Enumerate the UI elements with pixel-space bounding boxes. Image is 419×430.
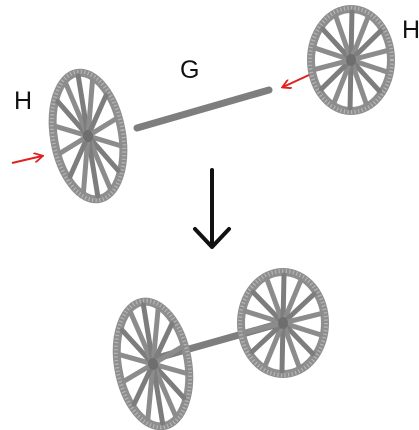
wheel-right-top [307, 5, 395, 115]
wheel-hub [147, 358, 159, 370]
push-arrow-left-icon [11, 156, 42, 164]
push-arrow-right-icon [283, 74, 310, 87]
wheel-tread [308, 6, 394, 114]
wheel-right-assembled [237, 268, 329, 378]
axle-g [133, 86, 273, 132]
wheel-hub [346, 54, 356, 66]
wheel-hub [82, 130, 94, 142]
arrow-down-icon [193, 168, 231, 249]
wheel-tread [49, 69, 127, 203]
label-wheel-h-left: H [14, 87, 32, 115]
label-axle-g: G [180, 56, 199, 84]
wheel-tread [113, 298, 193, 430]
wheel-hub [278, 317, 288, 329]
label-wheel-h-right: H [402, 16, 419, 44]
wheel-left-assembled [112, 297, 194, 430]
wheel-tread [238, 269, 328, 377]
wheel-left-top [48, 68, 128, 204]
